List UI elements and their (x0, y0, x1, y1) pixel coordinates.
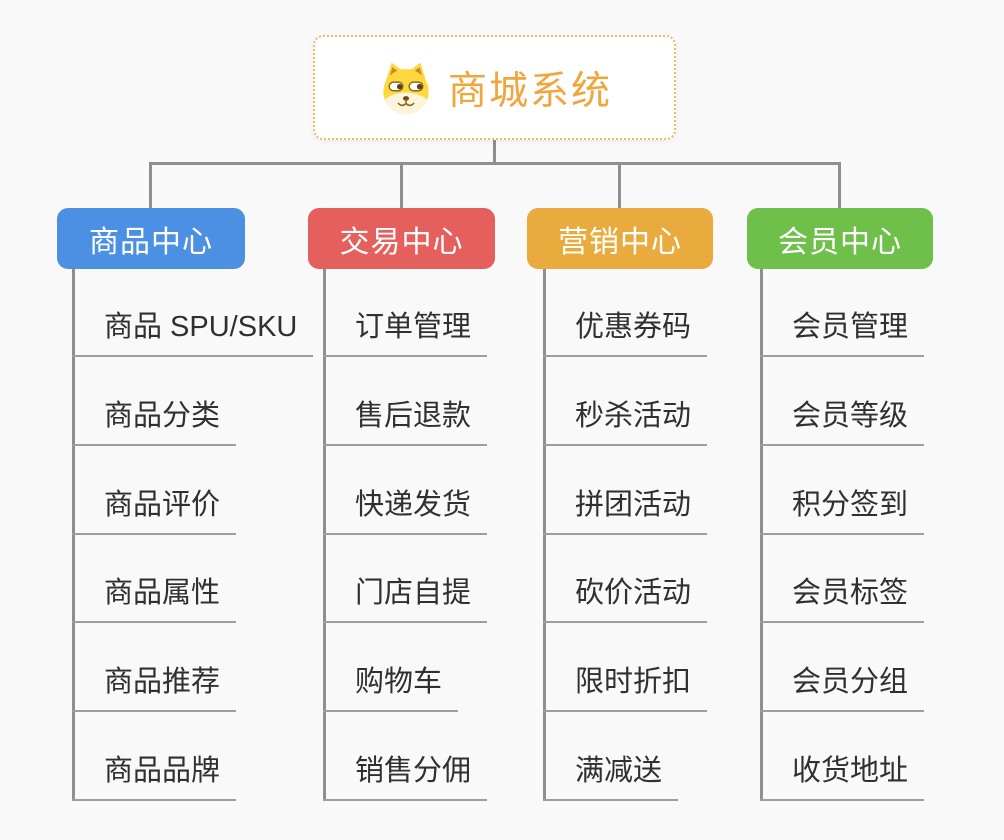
subtopic[interactable]: 限时折扣 (543, 664, 708, 712)
root-topic[interactable]: 商城系统 (313, 35, 676, 140)
branch-product-center[interactable]: 商品中心 (57, 208, 245, 269)
subtopic[interactable]: 快递发货 (323, 487, 488, 535)
subtopic[interactable]: 会员等级 (760, 398, 925, 446)
connector-root-drop (493, 140, 496, 164)
subtopic[interactable]: 购物车 (323, 664, 459, 712)
branch-spine-trade (323, 269, 326, 801)
subtopic[interactable]: 商品推荐 (72, 664, 237, 712)
subtopic[interactable]: 优惠券码 (543, 309, 708, 357)
subtopic[interactable]: 商品属性 (72, 575, 237, 623)
subtopic[interactable]: 满减送 (543, 753, 679, 801)
subtopic[interactable]: 收货地址 (760, 753, 925, 801)
subtopic[interactable]: 会员分组 (760, 664, 925, 712)
dog-face-icon (377, 59, 435, 117)
subtopic[interactable]: 门店自提 (323, 575, 488, 623)
branch-trade-center[interactable]: 交易中心 (308, 208, 495, 269)
subtopic[interactable]: 会员管理 (760, 309, 925, 357)
connector-drop-product (149, 162, 152, 208)
root-topic-title: 商城系统 (447, 69, 612, 113)
branch-spine-product (72, 269, 75, 801)
subtopic[interactable]: 拼团活动 (543, 487, 708, 535)
subtopic[interactable]: 订单管理 (323, 309, 488, 357)
subtopic[interactable]: 售后退款 (323, 398, 488, 446)
subtopic[interactable]: 积分签到 (760, 487, 925, 535)
subtopic[interactable]: 商品 SPU/SKU (72, 309, 314, 357)
subtopic[interactable]: 秒杀活动 (543, 398, 708, 446)
branch-member-center[interactable]: 会员中心 (747, 208, 933, 269)
subtopic[interactable]: 商品分类 (72, 398, 237, 446)
connector-horizontal (149, 162, 840, 165)
branch-marketing-center[interactable]: 营销中心 (527, 208, 713, 269)
branch-spine-marketing (543, 269, 546, 801)
subtopic[interactable]: 商品品牌 (72, 753, 237, 801)
branch-spine-member (760, 269, 763, 801)
subtopic[interactable]: 销售分佣 (323, 753, 488, 801)
subtopic[interactable]: 会员标签 (760, 575, 925, 623)
connector-drop-marketing (618, 162, 621, 208)
subtopic[interactable]: 商品评价 (72, 487, 237, 535)
connector-drop-trade (400, 162, 403, 208)
subtopic[interactable]: 砍价活动 (543, 575, 708, 623)
connector-drop-member (838, 162, 841, 208)
